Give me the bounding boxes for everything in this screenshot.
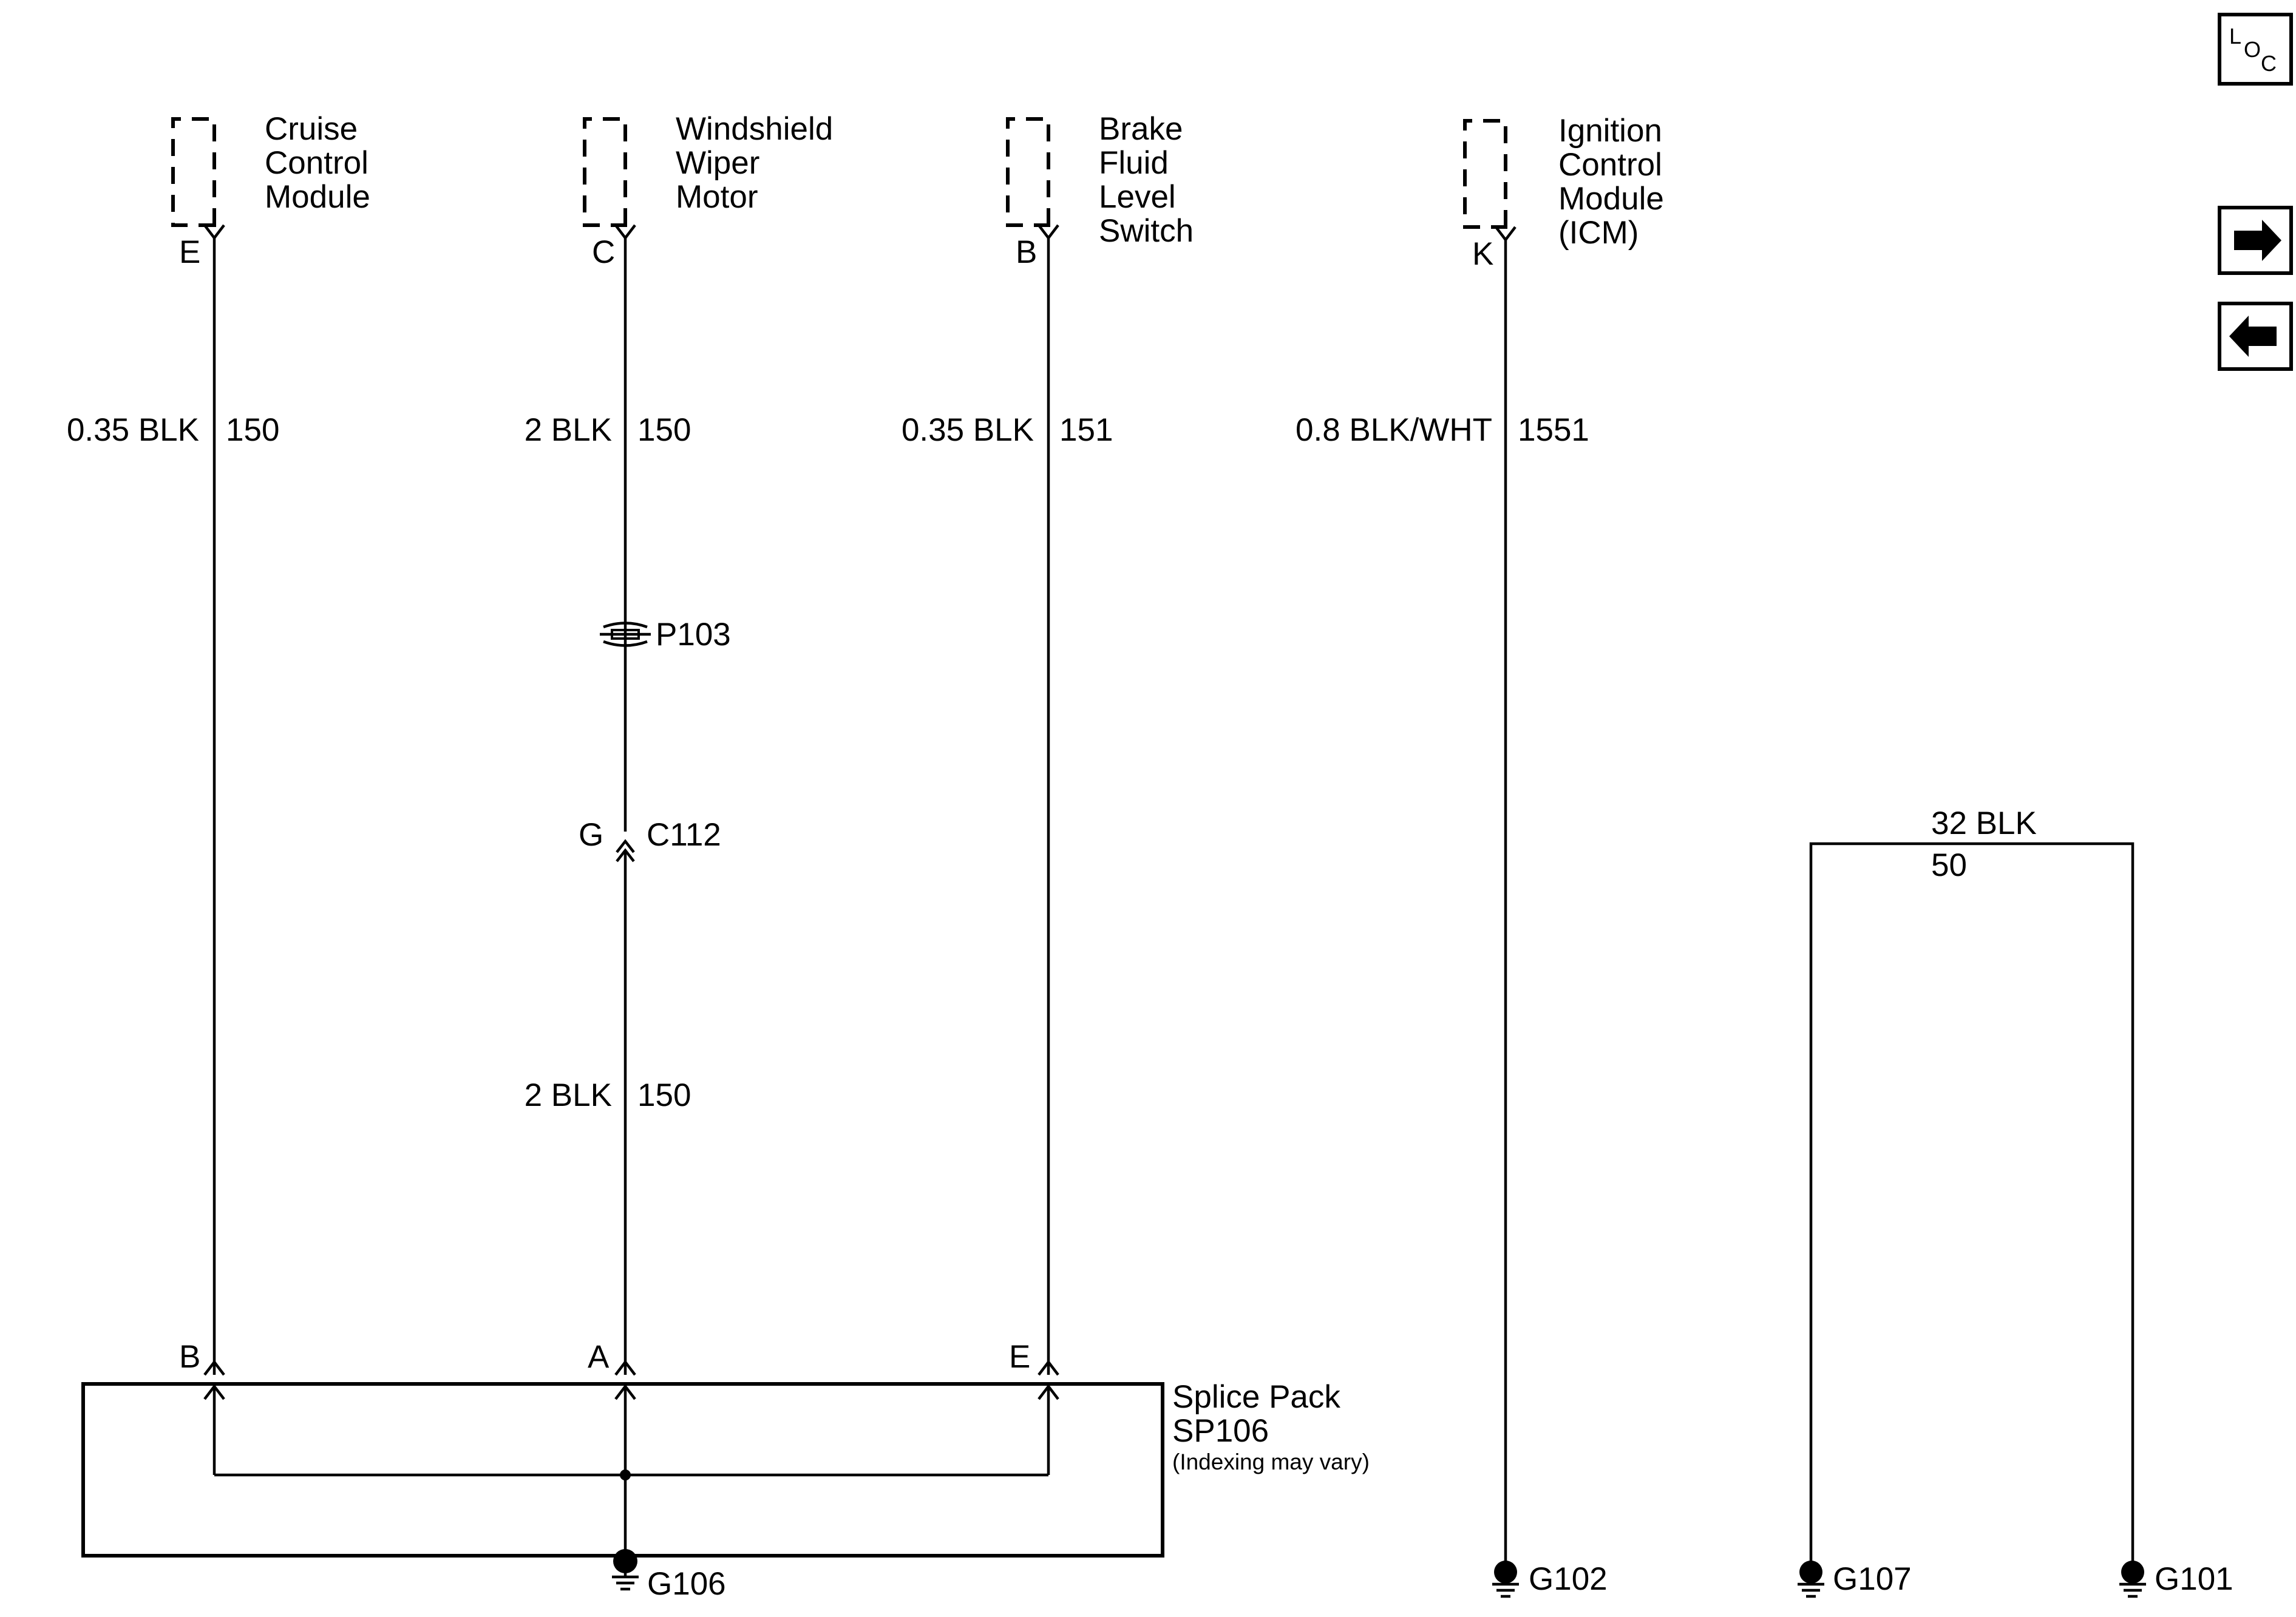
wire-icm-gauge-color: 0.8 BLK/WHT <box>1296 412 1492 448</box>
cruise-control-module-pin: E <box>179 234 200 270</box>
wire-wiper-upper-gauge-color: 2 BLK <box>525 412 612 448</box>
wire-wiper-lower-gauge-color: 2 BLK <box>525 1077 612 1113</box>
wire-ground-strap-gauge-color: 32 BLK <box>1931 805 2037 841</box>
splice-pack-pin-a: A <box>588 1339 610 1375</box>
cruise-control-module-box <box>171 117 216 227</box>
wire-wiper-lower-circuit: 150 <box>637 1077 691 1113</box>
splice-pack-pin-a-terminal <box>614 1360 636 1376</box>
ground-g101: G101 <box>2119 1561 2233 1598</box>
wire-icm-circuit: 1551 <box>1518 412 1589 448</box>
ground-g101-label: G101 <box>2155 1561 2233 1597</box>
wire-icm-1551: 0.8 BLK/WHT 1551 <box>1296 240 1589 1569</box>
splice-pack-junction <box>620 1470 631 1480</box>
brake-fluid-level-switch-pin-terminal <box>1038 224 1059 240</box>
windshield-wiper-motor: Windshield Wiper Motor C <box>583 111 833 270</box>
pass-through-p103-label: P103 <box>656 617 731 653</box>
splice-pack-box <box>81 1382 1164 1558</box>
brake-fluid-level-switch: Brake Fluid Level Switch B <box>1006 111 1194 270</box>
brake-fluid-level-switch-label-3: Level <box>1099 179 1176 215</box>
inline-connector-c112-pin: G <box>579 817 603 853</box>
wire-cruise-circuit: 150 <box>226 412 279 448</box>
brake-fluid-level-switch-label-2: Fluid <box>1099 145 1169 181</box>
wire-wiper-150: 2 BLK 150 P103 G C112 2 BLK 150 <box>525 238 731 1375</box>
inline-connector-c112-label: C112 <box>647 817 721 853</box>
ground-g107-label: G107 <box>1833 1561 1912 1597</box>
ignition-control-module-label-4: (ICM) <box>1558 215 1639 251</box>
windshield-wiper-motor-pin-terminal <box>614 224 636 240</box>
cruise-control-module-label-1: Cruise <box>265 111 358 147</box>
splice-pack-pin-b-terminal <box>203 1360 225 1376</box>
wire-brake-151: 0.35 BLK 151 <box>902 238 1113 1375</box>
splice-pack-pin-e-terminal <box>1038 1360 1059 1376</box>
windshield-wiper-motor-label-3: Motor <box>676 179 758 215</box>
ground-g106-label: G106 <box>647 1566 726 1602</box>
wire-cruise-150: 0.35 BLK 150 <box>67 238 279 1375</box>
pass-through-p103 <box>600 622 651 647</box>
splice-pack-pin-b: B <box>179 1339 200 1375</box>
wire-ground-strap-50: 32 BLK 50 <box>1809 805 2135 1569</box>
windshield-wiper-motor-pin: C <box>592 234 615 270</box>
wire-brake-gauge-color: 0.35 BLK <box>902 412 1034 448</box>
cruise-control-module-label-2: Control <box>265 145 369 181</box>
cruise-control-module-pin-terminal <box>203 224 225 240</box>
splice-pack-title: Splice Pack <box>1172 1379 1340 1415</box>
splice-pack-pin-e: E <box>1009 1339 1030 1375</box>
ground-g102: G102 <box>1492 1561 1608 1598</box>
brake-fluid-level-switch-label-4: Switch <box>1099 213 1194 249</box>
cruise-control-module: Cruise Control Module E <box>171 111 370 270</box>
ground-g107: G107 <box>1798 1561 1912 1598</box>
ground-g106: G106 <box>612 1549 726 1602</box>
ignition-control-module-label-1: Ignition <box>1558 113 1662 149</box>
loc-button[interactable]: L O C <box>2218 13 2293 86</box>
wire-ground-strap-segment <box>1809 842 2135 1569</box>
loc-button-letter-c: C <box>2261 51 2277 76</box>
brake-fluid-level-switch-box <box>1006 117 1050 227</box>
windshield-wiper-motor-box <box>583 117 627 227</box>
brake-fluid-level-switch-label-1: Brake <box>1099 111 1183 147</box>
arrow-right-icon <box>2234 220 2281 261</box>
windshield-wiper-motor-label-1: Windshield <box>676 111 833 147</box>
ignition-control-module-pin: K <box>1472 236 1493 272</box>
splice-pack-note: (Indexing may vary) <box>1172 1449 1370 1474</box>
ignition-control-module-box <box>1463 119 1507 229</box>
wire-brake-circuit: 151 <box>1059 412 1113 448</box>
arrow-left-icon <box>2229 316 2277 357</box>
next-page-button[interactable] <box>2218 206 2293 275</box>
cruise-control-module-label-3: Module <box>265 179 370 215</box>
loc-button-letter-l: L <box>2229 24 2241 49</box>
windshield-wiper-motor-label-2: Wiper <box>676 145 759 181</box>
ignition-control-module-pin-terminal <box>1495 226 1517 242</box>
wire-ground-strap-circuit: 50 <box>1931 847 1967 883</box>
ignition-control-module-label-3: Module <box>1558 181 1664 217</box>
splice-pack-name: SP106 <box>1172 1413 1269 1449</box>
wire-cruise-gauge-color: 0.35 BLK <box>67 412 199 448</box>
ignition-control-module: Ignition Control Module (ICM) K <box>1463 113 1664 272</box>
prev-page-button[interactable] <box>2218 302 2293 371</box>
loc-button-letter-o: O <box>2244 37 2261 62</box>
wire-wiper-upper-circuit: 150 <box>637 412 691 448</box>
brake-fluid-level-switch-pin: B <box>1016 234 1037 270</box>
splice-pack-sp106: B A E Splice Pack SP106 (Indexing may va… <box>81 1339 1370 1566</box>
ignition-control-module-label-2: Control <box>1558 147 1662 183</box>
ground-g102-label: G102 <box>1529 1561 1608 1597</box>
